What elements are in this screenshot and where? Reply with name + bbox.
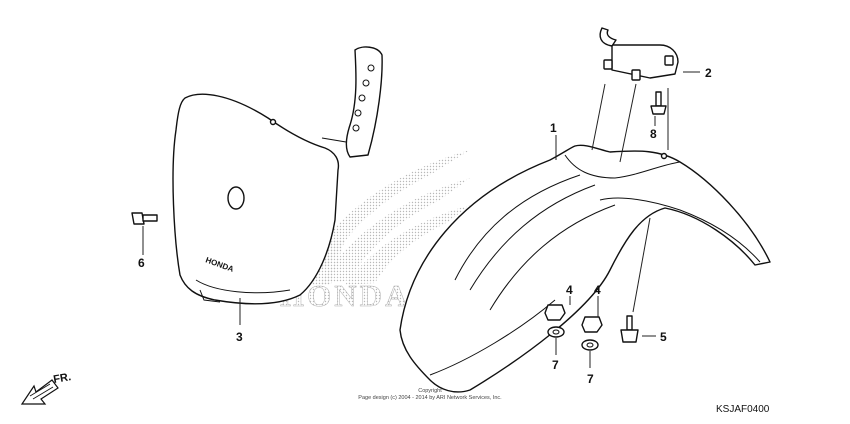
- callout-7-right: 7: [587, 372, 594, 386]
- washer-7-right: [581, 339, 599, 351]
- nut-4-right: [581, 316, 603, 333]
- nut-4-left: [544, 304, 566, 321]
- bolt-5: [620, 315, 639, 343]
- number-plate: HONDA: [172, 46, 383, 305]
- diagram-code: KSJAF0400: [716, 404, 770, 415]
- callout-8: 8: [650, 127, 657, 141]
- callout-7-left: 7: [552, 358, 559, 372]
- callout-2: 2: [705, 66, 712, 80]
- leader-lines: [142, 71, 700, 368]
- callout-3: 3: [236, 330, 243, 344]
- copyright-label: Copyright: [418, 388, 442, 394]
- copyright-notice: Page design (c) 2004 - 2014 by ARI Netwo…: [358, 395, 502, 401]
- callout-5: 5: [660, 330, 667, 344]
- callout-4-right: 4: [594, 283, 601, 297]
- front-arrow-label: FR.: [52, 371, 72, 386]
- washer-7-left: [547, 326, 565, 338]
- bolt-8: [650, 91, 667, 115]
- fender-bracket: [599, 27, 679, 81]
- front-direction-arrow-icon: [20, 379, 59, 405]
- front-fender: [399, 144, 771, 393]
- bolt-6: [131, 212, 158, 225]
- callout-1: 1: [550, 121, 557, 135]
- callout-4-left: 4: [566, 283, 573, 297]
- callout-6: 6: [138, 256, 145, 270]
